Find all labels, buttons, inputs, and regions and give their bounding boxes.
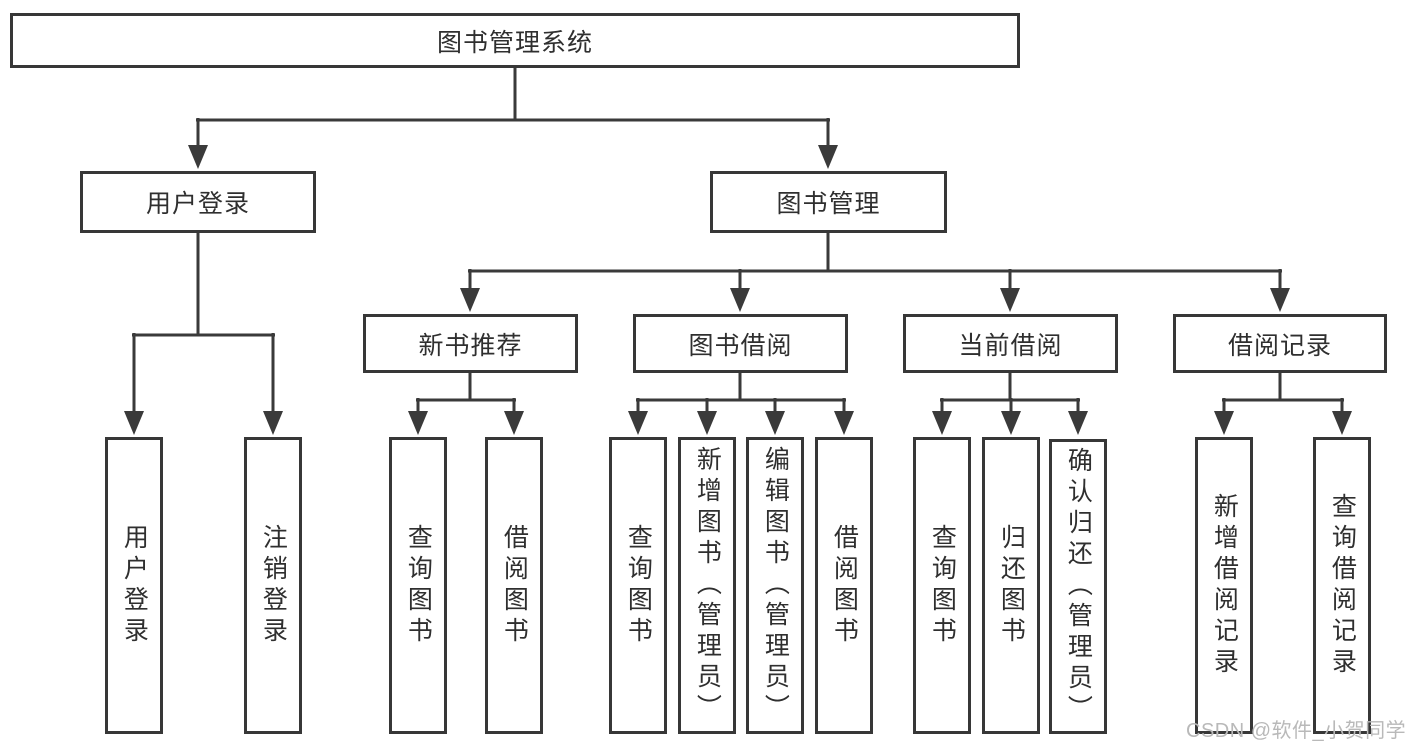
- leaf-user-login: 用户登录: [105, 437, 163, 734]
- node-new-book-recommend-label: 新书推荐: [418, 331, 523, 360]
- leaf-borrow-books-2: 借阅图书: [815, 437, 873, 734]
- leaf-add-book-admin-label: 新增图书（管理员）: [693, 446, 722, 725]
- node-current-borrowing-label: 当前借阅: [958, 331, 1063, 360]
- leaf-add-book-admin: 新增图书（管理员）: [678, 437, 736, 734]
- leaf-query-books-1-label: 查询图书: [404, 523, 433, 648]
- leaf-edit-book-admin-label: 编辑图书（管理员）: [761, 446, 790, 725]
- leaf-query-borrow-record: 查询借阅记录: [1313, 437, 1371, 734]
- leaf-logout-login: 注销登录: [244, 437, 302, 734]
- leaf-edit-book-admin: 编辑图书（管理员）: [746, 437, 804, 734]
- leaf-add-borrow-record: 新增借阅记录: [1195, 437, 1253, 734]
- leaf-confirm-return-admin-label: 确认归还（管理员）: [1064, 447, 1093, 726]
- leaf-query-books-2: 查询图书: [609, 437, 667, 734]
- leaf-logout-login-label: 注销登录: [259, 523, 288, 648]
- node-borrow-records-label: 借阅记录: [1227, 331, 1332, 360]
- node-user-login-group: 用户登录: [80, 171, 316, 233]
- node-book-management-label: 图书管理: [776, 190, 881, 218]
- node-root: 图书管理系统: [10, 13, 1020, 68]
- watermark: CSDN @软件_小贺同学: [1186, 720, 1405, 742]
- node-user-login-group-label: 用户登录: [145, 190, 250, 218]
- node-book-management: 图书管理: [710, 171, 947, 233]
- leaf-return-books-label: 归还图书: [997, 523, 1026, 648]
- leaf-query-books-2-label: 查询图书: [624, 523, 653, 648]
- node-book-borrowing-label: 图书借阅: [688, 331, 793, 360]
- leaf-user-login-label: 用户登录: [120, 523, 149, 648]
- leaf-query-books-3-label: 查询图书: [928, 523, 957, 648]
- leaf-confirm-return-admin: 确认归还（管理员）: [1049, 439, 1107, 734]
- leaf-query-books-1: 查询图书: [389, 437, 447, 734]
- leaf-return-books: 归还图书: [982, 437, 1040, 734]
- leaf-borrow-books-1-label: 借阅图书: [500, 523, 529, 648]
- leaf-borrow-books-2-label: 借阅图书: [830, 523, 859, 648]
- node-root-label: 图书管理系统: [436, 28, 593, 57]
- leaf-borrow-books-1: 借阅图书: [485, 437, 543, 734]
- leaf-query-borrow-record-label: 查询借阅记录: [1328, 492, 1357, 679]
- node-current-borrowing: 当前借阅: [903, 314, 1118, 373]
- leaf-add-borrow-record-label: 新增借阅记录: [1210, 492, 1239, 679]
- arrowheads: [124, 145, 1352, 435]
- leaf-query-books-3: 查询图书: [913, 437, 971, 734]
- node-book-borrowing: 图书借阅: [633, 314, 848, 373]
- node-new-book-recommend: 新书推荐: [363, 314, 578, 373]
- node-borrow-records: 借阅记录: [1173, 314, 1387, 373]
